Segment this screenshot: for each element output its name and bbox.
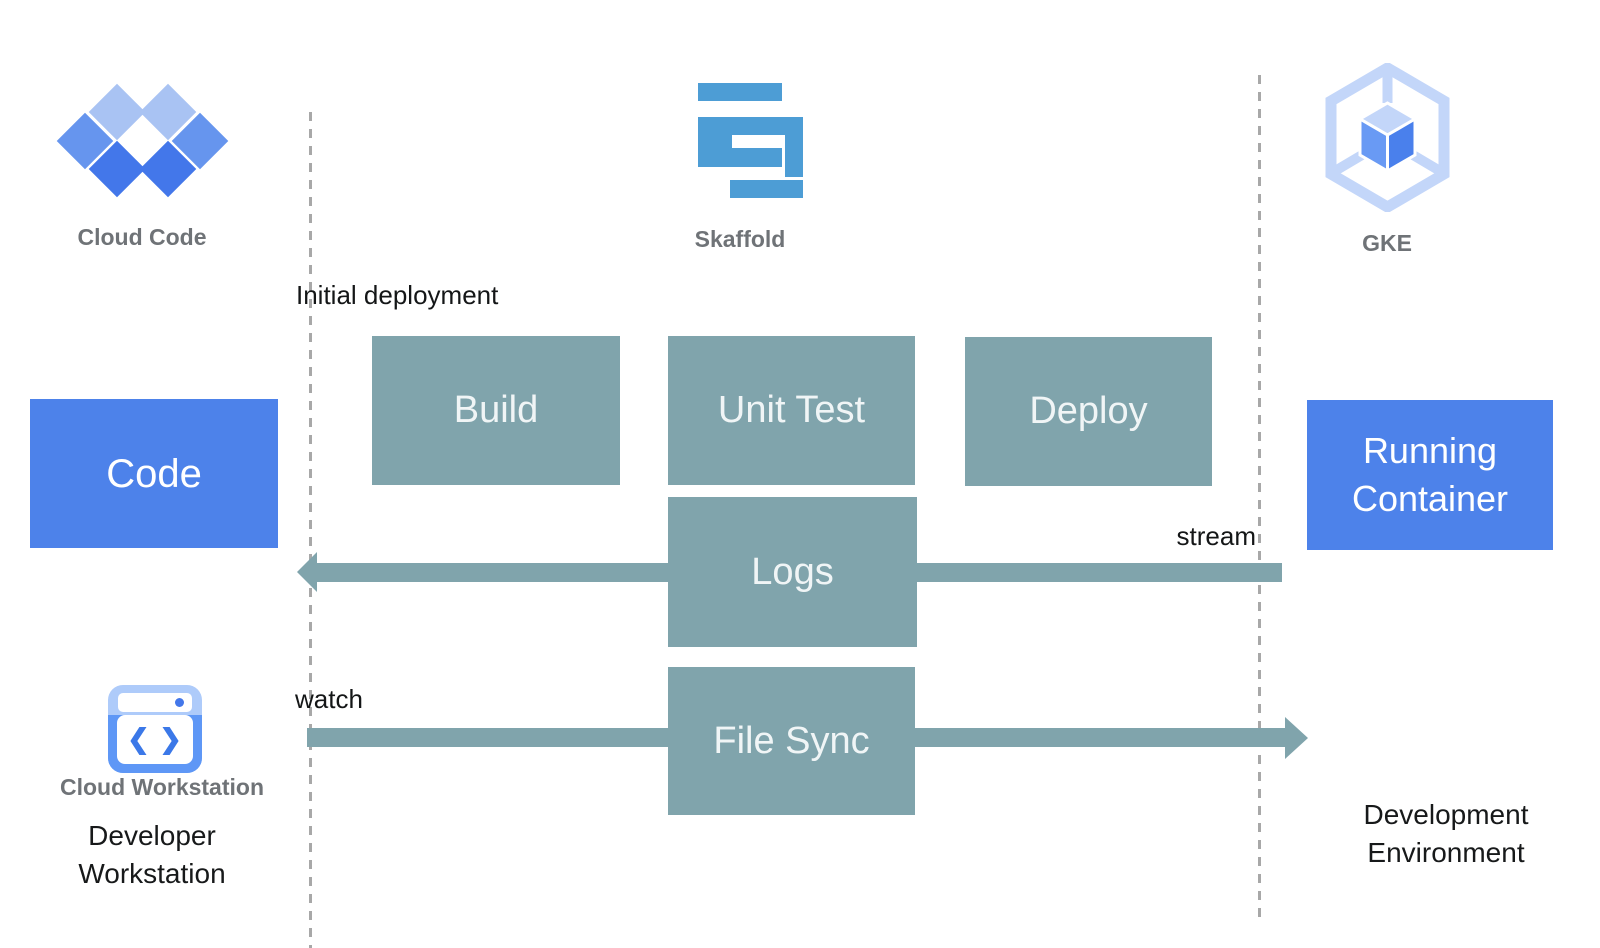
skaffold-caption: Skaffold bbox=[694, 226, 786, 252]
cloud-code-caption: Cloud Code bbox=[77, 224, 207, 250]
build-node: Build bbox=[372, 336, 620, 485]
cloud-workstation-caption: Cloud Workstation bbox=[59, 774, 264, 800]
developer-workstation-label: Developer Workstation bbox=[78, 820, 226, 889]
cloud-workstation-icon-brackets: ❮ ❯ bbox=[117, 715, 193, 764]
cloud-workstation-icon-dot bbox=[175, 698, 184, 707]
watch-arrowhead-right-icon bbox=[1285, 717, 1308, 759]
initial-deployment-label: Initial deployment bbox=[296, 280, 499, 310]
left-lane-divider bbox=[309, 112, 312, 948]
gke-caption: GKE bbox=[1362, 230, 1412, 256]
unit-test-node: Unit Test bbox=[668, 336, 915, 485]
stream-label: stream bbox=[1176, 521, 1256, 551]
watch-label: watch bbox=[295, 684, 363, 714]
cloud-workstation-icon-titlebar bbox=[118, 693, 192, 712]
cloud-code-icon bbox=[56, 83, 229, 198]
stream-arrowhead-left-icon bbox=[297, 552, 317, 592]
file-sync-node: File Sync bbox=[668, 667, 915, 815]
development-environment-label: Development Environment bbox=[1363, 799, 1529, 868]
running-container-node: Running Container bbox=[1307, 400, 1553, 550]
gke-icon bbox=[1325, 63, 1450, 212]
logs-node: Logs bbox=[668, 497, 917, 647]
cloud-workstation-icon: ❮ ❯ bbox=[108, 685, 202, 773]
code-node: Code bbox=[30, 399, 278, 548]
skaffold-icon bbox=[698, 83, 803, 198]
right-lane-divider bbox=[1258, 75, 1261, 924]
deploy-node: Deploy bbox=[965, 337, 1212, 486]
